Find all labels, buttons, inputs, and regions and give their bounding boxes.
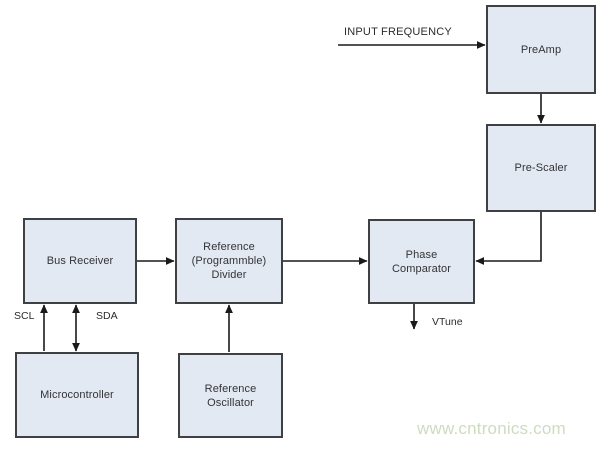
block-prescaler[interactable]: Pre-Scaler (486, 124, 596, 212)
block-reference-oscillator-label: Reference Oscillator (204, 382, 257, 409)
block-bus-receiver[interactable]: Bus Receiver (23, 218, 137, 304)
block-prescaler-label: Pre-Scaler (514, 162, 568, 174)
label-scl: SCL (14, 310, 35, 322)
block-microcontroller-label: Microcontroller (40, 389, 114, 401)
block-phase-comparator[interactable]: Phase Comparator (368, 219, 475, 304)
wire-prescaler-to-phase-comparator (475, 212, 542, 265)
block-preamp[interactable]: PreAmp (486, 5, 596, 94)
label-sda: SDA (96, 310, 118, 322)
block-reference-divider-label: Reference (Programmble) Divider (191, 241, 267, 281)
block-phase-comparator-label: Phase Comparator (391, 248, 452, 275)
block-preamp-label: PreAmp (520, 43, 562, 56)
block-reference-oscillator[interactable]: Reference Oscillator (178, 353, 283, 438)
block-reference-divider[interactable]: Reference (Programmble) Divider (175, 218, 283, 304)
block-microcontroller[interactable]: Microcontroller (15, 352, 139, 438)
label-input-frequency: INPUT FREQUENCY (344, 26, 452, 38)
watermark-text: www.cntronics.com (417, 419, 566, 438)
block-bus-receiver-label: Bus Receiver (46, 255, 114, 267)
label-vtune: VTune (432, 316, 463, 328)
